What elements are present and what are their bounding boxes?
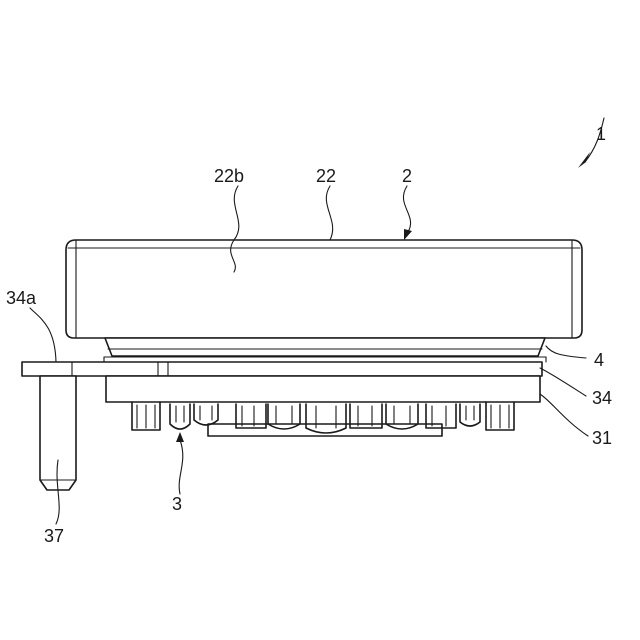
seal (105, 338, 545, 356)
cover (66, 240, 582, 338)
led-array (132, 402, 514, 436)
label-leds: 3 (172, 494, 182, 514)
label-cover: 22 (316, 166, 336, 186)
flange (22, 357, 546, 376)
label-board: 31 (592, 428, 612, 448)
label-cover-surface: 22b (214, 166, 244, 186)
label-flange-tab: 34a (6, 288, 37, 308)
label-pin: 37 (44, 526, 64, 546)
label-body: 2 (402, 166, 412, 186)
label-flange: 34 (592, 388, 612, 408)
label-assembly: 1 (596, 124, 606, 144)
board (106, 376, 540, 402)
label-seal: 4 (594, 350, 604, 370)
pin (40, 376, 76, 490)
